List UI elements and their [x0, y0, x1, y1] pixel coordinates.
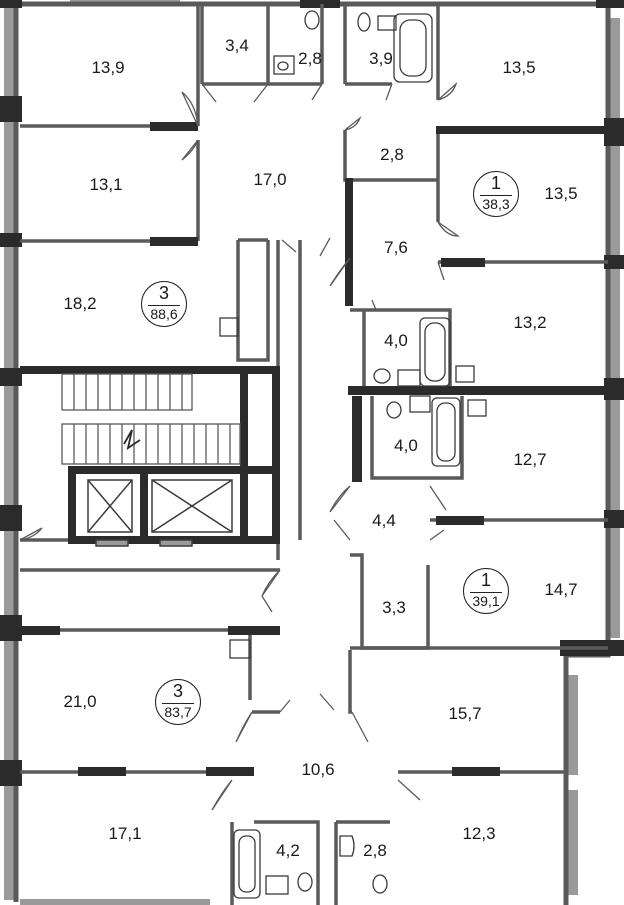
room-area-label: 3,9 — [369, 49, 393, 68]
room-area-label: 3,3 — [382, 598, 406, 617]
room-area-label: 18,2 — [63, 294, 97, 313]
room-area-label: 2,8 — [380, 145, 404, 164]
room-area-label: 7,6 — [384, 238, 408, 257]
room-area-label: 12,7 — [513, 450, 547, 469]
room-area-label: 15,7 — [448, 704, 482, 723]
apartment-room-count: 3 — [158, 283, 169, 303]
badge-divider — [470, 592, 502, 593]
apartment-room-count: 1 — [490, 173, 501, 193]
apartment-total-area: 83,7 — [164, 704, 192, 720]
staircase — [61, 373, 241, 465]
room-area-label: 2,8 — [298, 49, 322, 68]
badge-divider — [148, 305, 180, 306]
room-area-label: 2,8 — [363, 841, 387, 860]
room-area-label: 12,3 — [462, 824, 496, 843]
room-area-label: 4,2 — [276, 841, 300, 860]
room-area-label: 17,1 — [108, 824, 142, 843]
room-area-label: 13,2 — [513, 313, 547, 332]
apartment-badge: 3 83,7 — [155, 679, 201, 725]
room-area-label: 13,9 — [91, 58, 125, 77]
badge-divider — [480, 195, 512, 196]
room-area-label: 13,5 — [502, 58, 536, 77]
apartment-room-count: 3 — [172, 681, 183, 701]
room-area-label: 4,4 — [372, 511, 396, 530]
room-area-label: 10,6 — [301, 760, 335, 779]
elevators — [87, 479, 233, 547]
apartment-total-area: 39,1 — [472, 593, 500, 609]
apartment-total-area: 38,3 — [482, 196, 510, 212]
outer-wall-ends — [0, 0, 624, 786]
heavy-walls — [12, 122, 608, 776]
apartment-badge: 1 39,1 — [463, 568, 509, 614]
apartment-total-area: 88,6 — [150, 306, 178, 322]
room-area-label: 13,5 — [544, 184, 578, 203]
apartment-badge: 3 88,6 — [141, 281, 187, 327]
apartment-badge: 1 38,3 — [473, 171, 519, 217]
doors — [19, 81, 461, 811]
room-area-label: 21,0 — [63, 692, 97, 711]
room-area-label: 17,0 — [253, 170, 287, 189]
badge-divider — [162, 703, 194, 704]
windows — [4, 0, 620, 905]
room-area-label: 3,4 — [225, 36, 249, 55]
apartment-room-count: 1 — [480, 570, 491, 590]
room-area-label: 4,0 — [394, 436, 418, 455]
room-area-label: 14,7 — [544, 580, 578, 599]
room-area-label: 13,1 — [89, 175, 123, 194]
sanitary-fixtures — [219, 10, 487, 899]
room-area-label: 4,0 — [384, 331, 408, 350]
